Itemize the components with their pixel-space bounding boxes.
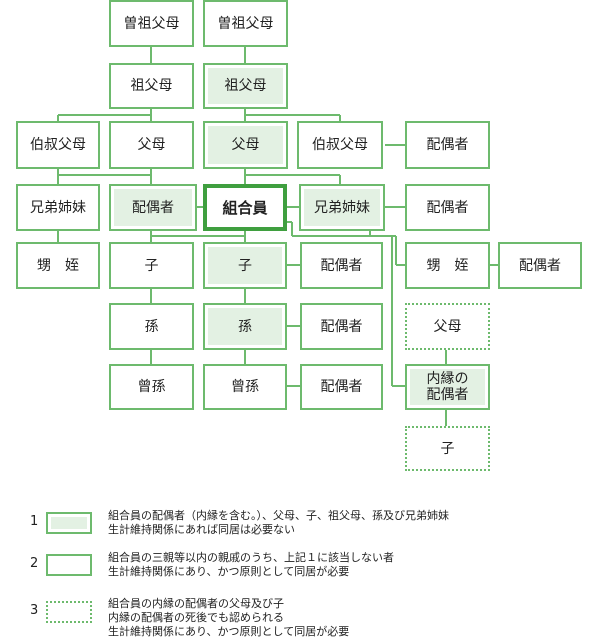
node-great-grandchild-spouse: 配偶者 — [300, 364, 383, 410]
node-great-grandparents-left: 曽祖父母 — [109, 0, 194, 47]
node-great-grandchild: 曾孫 — [203, 364, 287, 410]
node-parents: 父母 — [203, 121, 288, 169]
legend-number-2: 2 — [30, 556, 39, 571]
node-siblings-left: 兄弟姉妹 — [16, 184, 100, 231]
node-inlaw-parents: 父母 — [405, 303, 490, 350]
node-child-spouse: 配偶者 — [300, 242, 383, 289]
legend-text-2: 組合員の三親等以内の親戚のうち、上記１に該当しない者 生計維持関係にあり、かつ原… — [108, 551, 394, 578]
node-sibling-spouse: 配偶者 — [405, 184, 490, 231]
node-grandparents-right: 祖父母 — [203, 63, 288, 109]
node-uncle-aunt-right: 伯叔父母 — [297, 121, 383, 169]
node-nephew-niece-right: 甥 姪 — [405, 242, 490, 289]
legend-swatch-shaded — [46, 512, 92, 534]
node-nephew-niece-left: 甥 姪 — [16, 242, 100, 289]
node-child-left: 子 — [109, 242, 194, 289]
legend-swatch-solid — [46, 554, 92, 576]
node-grandchild-left: 孫 — [109, 303, 194, 350]
node-uncle-aunt-left: 伯叔父母 — [16, 121, 100, 169]
node-siblings-right: 兄弟姉妹 — [299, 184, 385, 231]
node-great-grandchild-left: 曾孫 — [109, 364, 194, 410]
legend-number-1: 1 — [30, 514, 39, 529]
legend-swatch-dotted — [46, 601, 92, 623]
node-great-grandparents-right: 曽祖父母 — [203, 0, 288, 47]
node-inlaw-child: 子 — [405, 426, 490, 471]
node-spouse: 配偶者 — [109, 184, 197, 231]
node-nephew-niece-spouse: 配偶者 — [498, 242, 582, 289]
node-grandparents-left: 祖父母 — [109, 63, 194, 109]
node-uncle-aunt-right-spouse: 配偶者 — [405, 121, 490, 169]
node-grandchild-spouse: 配偶者 — [300, 303, 383, 350]
legend-text-3: 組合員の内縁の配偶者の父母及び子 内縁の配偶者の死後でも認められる 生計維持関係… — [108, 597, 350, 638]
node-member: 組合員 — [203, 184, 287, 231]
node-common-law-spouse: 内縁の 配偶者 — [405, 364, 490, 410]
node-child: 子 — [203, 242, 287, 289]
legend-text-1: 組合員の配偶者（内縁を含む。）、父母、子、祖父母、孫及び兄弟姉妹 生計維持関係に… — [108, 509, 449, 536]
legend-number-3: 3 — [30, 603, 39, 618]
node-grandchild: 孫 — [203, 303, 287, 350]
node-parents-left: 父母 — [109, 121, 194, 169]
